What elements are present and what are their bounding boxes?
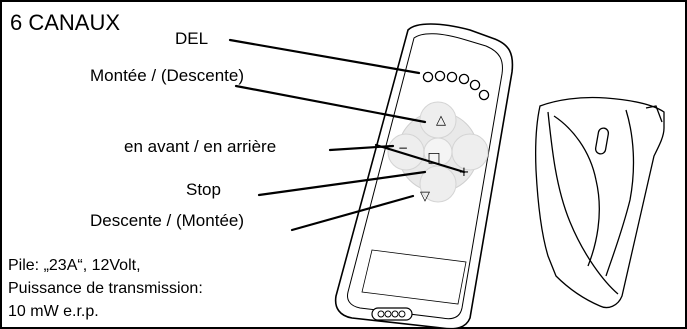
led-row	[422, 70, 490, 101]
led-6	[478, 89, 490, 101]
leader-montee	[234, 84, 427, 124]
label-avant-arriere: en avant / en arrière	[124, 137, 277, 156]
up-button[interactable]: △	[436, 113, 446, 128]
wall-holder-curve	[553, 115, 600, 267]
label-stop: Stop	[186, 180, 221, 199]
wall-holder-back	[605, 109, 635, 277]
led-4	[458, 73, 470, 85]
wall-holder-clip	[645, 105, 663, 123]
leader-avant-2	[374, 143, 466, 174]
leader-stop	[257, 170, 427, 197]
led-1	[422, 71, 434, 83]
led-5	[469, 79, 481, 91]
led-2	[434, 70, 446, 82]
minus-button[interactable]: −	[398, 141, 408, 155]
note-power-value: 10 mW e.r.p.	[8, 303, 99, 320]
wall-holder-outline	[534, 96, 665, 309]
wall-holder-slot	[594, 127, 610, 155]
label-montee-descente: Montée / (Descente)	[90, 66, 245, 85]
wall-holder	[534, 96, 665, 309]
down-button[interactable]: ▽	[420, 189, 430, 204]
wall-holder-inner-edge	[547, 111, 619, 295]
leader-descente	[290, 194, 415, 232]
note-battery: Pile: „23A“, 12Volt,	[8, 257, 141, 274]
note-power-label: Puissance de transmission:	[8, 280, 203, 297]
leader-del	[228, 38, 421, 75]
leader-lines	[228, 38, 466, 232]
remote-inner-outline	[347, 33, 503, 320]
label-descente-montee: Descente / (Montée)	[90, 211, 245, 230]
bottom-connector	[371, 307, 413, 321]
remote-display-window	[361, 249, 467, 305]
label-del: DEL	[175, 29, 209, 48]
led-3	[446, 71, 458, 83]
title: 6 CANAUX	[10, 10, 121, 35]
